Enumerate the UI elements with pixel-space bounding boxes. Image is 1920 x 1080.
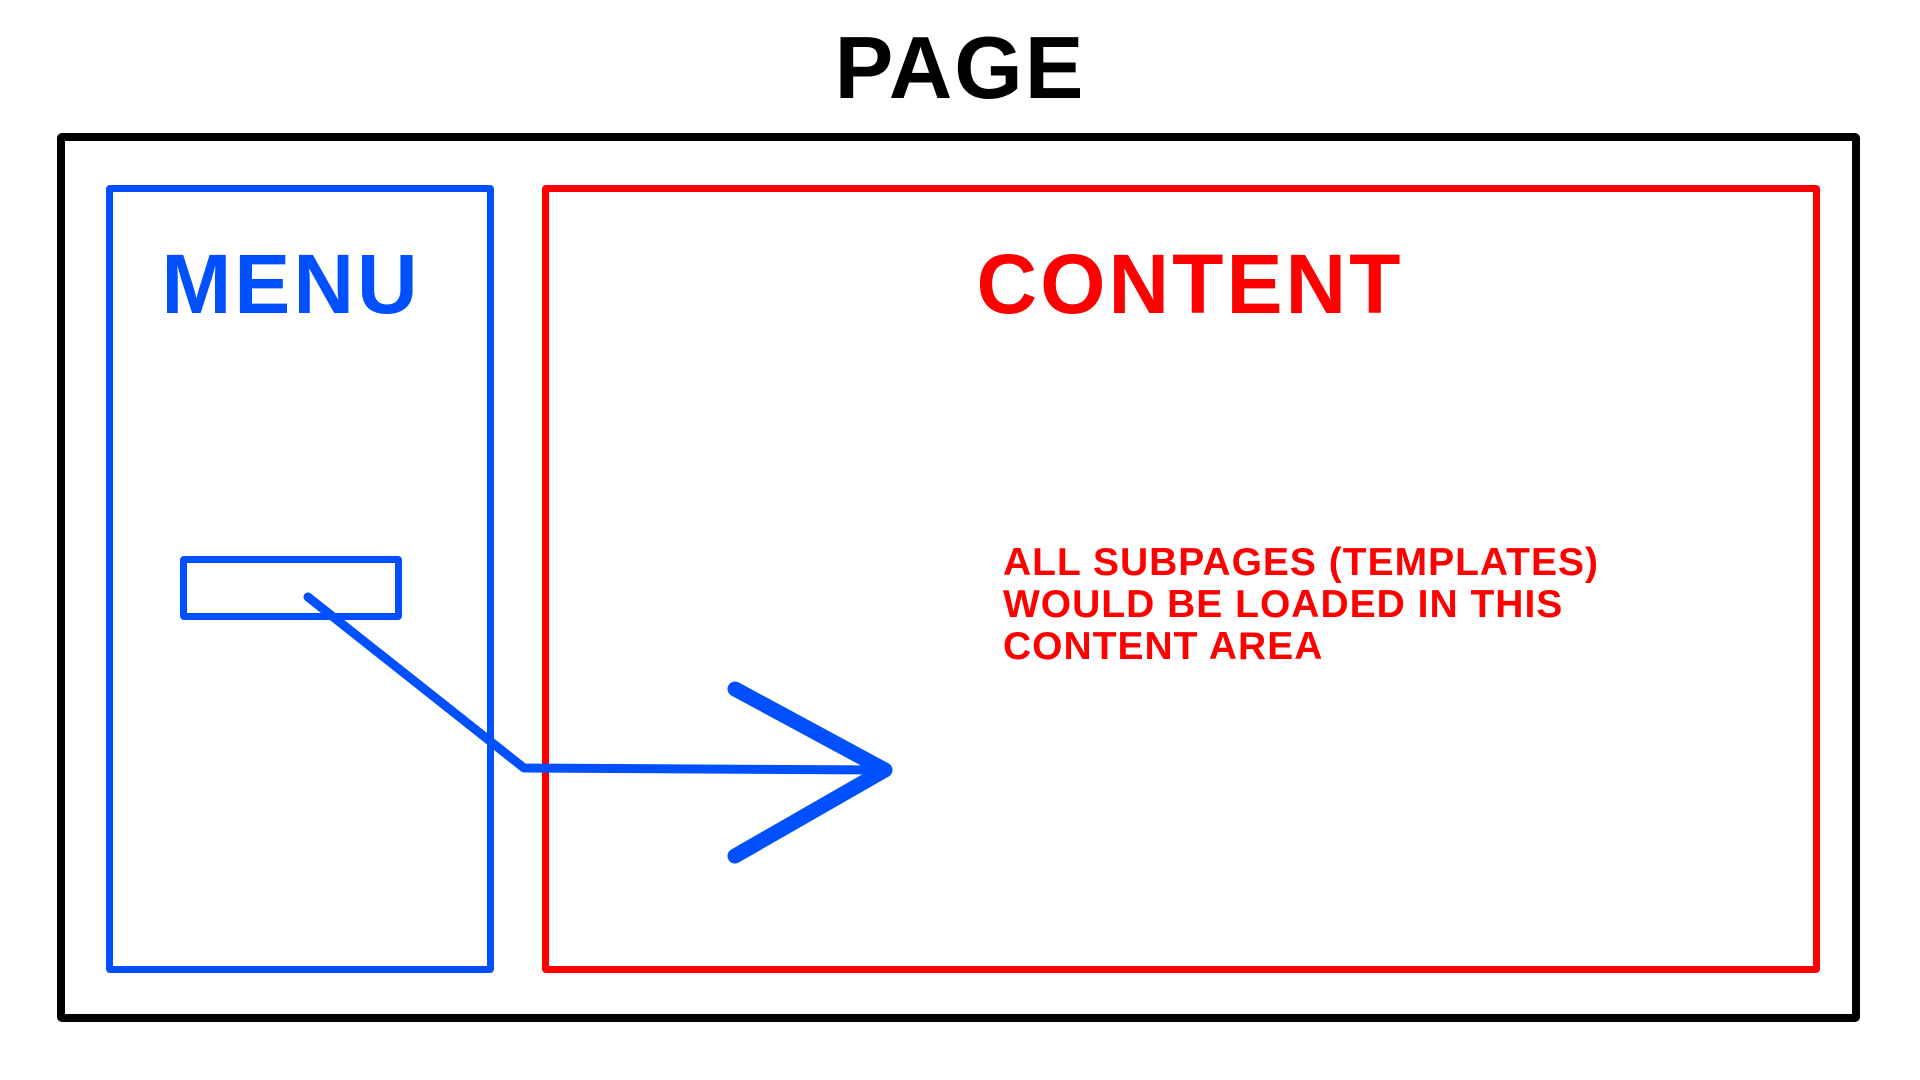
menu-item-box — [180, 556, 402, 620]
content-title: CONTENT — [976, 237, 1404, 331]
content-panel — [542, 185, 1820, 973]
page-title: PAGE — [834, 18, 1086, 117]
arrow-head — [727, 681, 893, 864]
arrow-shaft — [303, 592, 890, 775]
content-note: ALL SUBPAGES (TEMPLATES) WOULD BE LOADED… — [1003, 541, 1600, 668]
menu-panel — [106, 185, 494, 973]
menu-title: MENU — [161, 237, 421, 331]
page-frame — [57, 133, 1860, 1022]
